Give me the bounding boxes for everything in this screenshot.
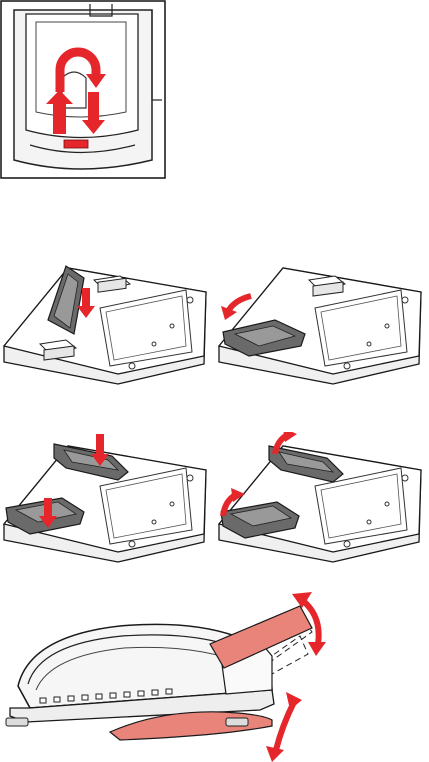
hook-slot [64,140,88,148]
stand-press-figure-a [0,432,214,566]
stand-insert-figure-b [215,262,429,388]
stand-insert-figure-a [0,262,214,388]
stand-press-figure-b [215,432,429,566]
phone-tilt-figure [0,586,429,762]
hook-detail-figure [0,0,166,180]
